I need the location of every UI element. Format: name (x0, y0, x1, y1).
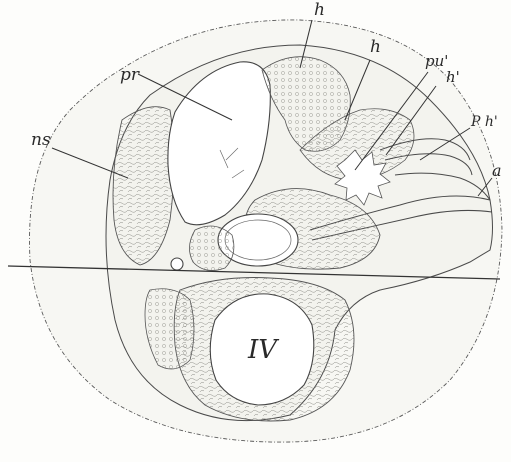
left-tissue-block (189, 226, 233, 270)
small-vessel (171, 258, 183, 270)
label-h-mid: h (370, 37, 381, 57)
label-ventricle-iv: IV (247, 335, 279, 365)
label-p-h-prime: P h' (470, 114, 498, 130)
label-pr: pr (120, 65, 140, 85)
label-h-top: h (314, 0, 325, 20)
label-pu-prime: pu' (425, 52, 448, 70)
label-a: a (492, 161, 502, 180)
label-ns: ns (31, 130, 51, 150)
label-h-prime: h' (446, 68, 460, 86)
